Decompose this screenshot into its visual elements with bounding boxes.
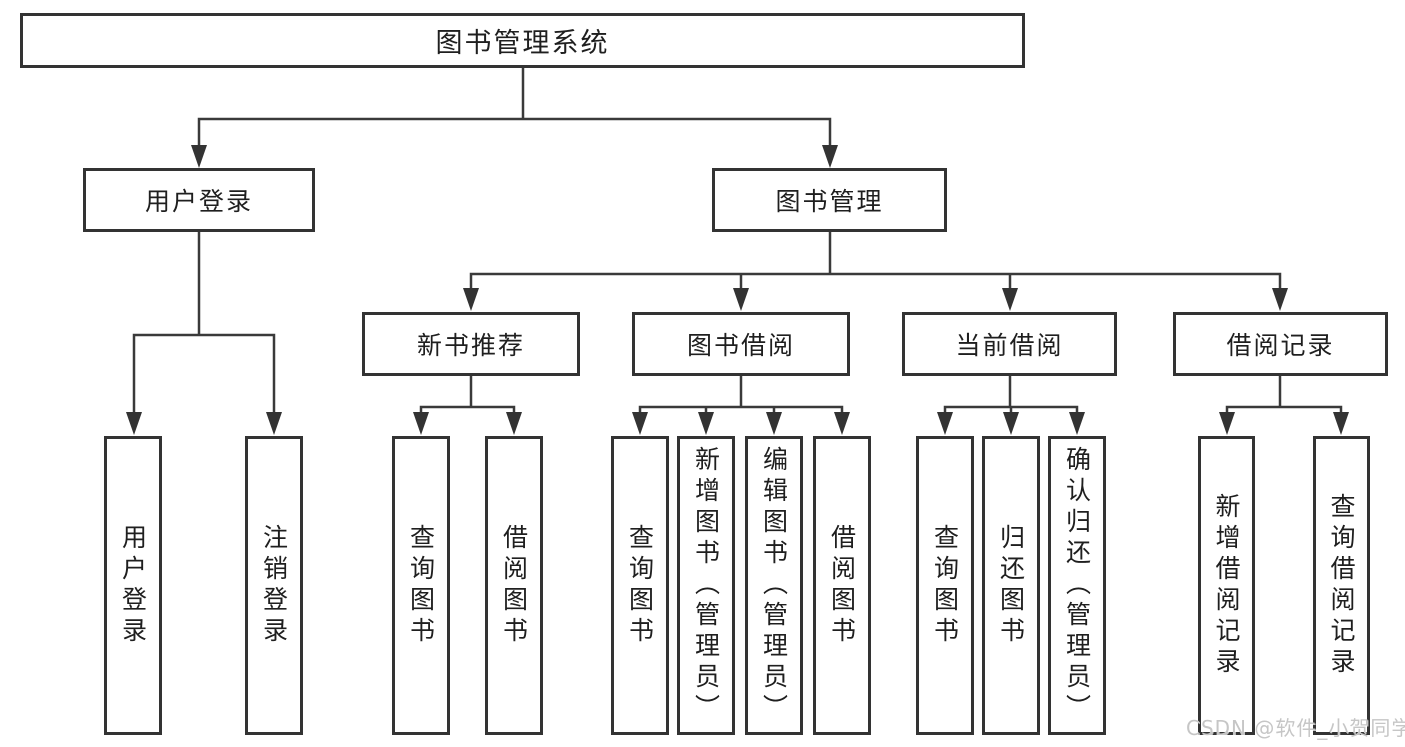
arrowhead-icon (834, 412, 850, 435)
arrowhead-icon (766, 412, 782, 435)
leaf-query-books-2: 查询图书 (611, 436, 669, 735)
arrowhead-icon (506, 412, 522, 435)
leaf-edit-books-admin: 编辑图书（管理员） (745, 436, 803, 735)
arrowhead-icon (698, 412, 714, 435)
node-user-login: 用户登录 (83, 168, 315, 232)
edge-level3-to-leaves (419, 374, 1343, 418)
leaf-query-books-3: 查询图书 (916, 436, 974, 735)
edge-userlogin-to-leaves (132, 230, 276, 418)
arrowhead-icon (1069, 412, 1085, 435)
watermark: CSDN @软件_小贺同学 (1186, 716, 1405, 740)
arrowhead-icon (822, 145, 838, 168)
arrowhead-icon (1272, 288, 1288, 311)
arrowhead-icon (632, 412, 648, 435)
arrowhead-icon (266, 412, 282, 435)
node-library-management-system: 图书管理系统 (20, 13, 1025, 68)
leaf-borrow-books-2: 借阅图书 (813, 436, 871, 735)
node-borrow-records: 借阅记录 (1173, 312, 1388, 376)
node-book-borrow: 图书借阅 (632, 312, 850, 376)
leaf-user-login: 用户登录 (104, 436, 162, 735)
node-new-book-recommend: 新书推荐 (362, 312, 580, 376)
arrowhead-icon (413, 412, 429, 435)
arrowhead-icon (191, 145, 207, 168)
arrowhead-icon (126, 412, 142, 435)
node-book-management: 图书管理 (712, 168, 947, 232)
tree-edges (132, 66, 1343, 418)
leaf-query-books-1: 查询图书 (392, 436, 450, 735)
leaf-return-books: 归还图书 (982, 436, 1040, 735)
arrowhead-icon (733, 288, 749, 311)
node-current-borrow: 当前借阅 (902, 312, 1117, 376)
leaf-borrow-books-1: 借阅图书 (485, 436, 543, 735)
leaf-add-borrow-record: 新增借阅记录 (1198, 436, 1255, 735)
arrowhead-icon (1003, 412, 1019, 435)
leaf-logout: 注销登录 (245, 436, 303, 735)
edge-root-to-level2 (197, 66, 832, 152)
leaf-query-borrow-record: 查询借阅记录 (1313, 436, 1370, 735)
edge-bookmgmt-to-level3 (469, 230, 1282, 294)
arrowhead-icon (1219, 412, 1235, 435)
arrowhead-icon (463, 288, 479, 311)
arrowhead-icon (937, 412, 953, 435)
leaf-confirm-return-admin: 确认归还（管理员） (1048, 436, 1106, 735)
arrowhead-icon (1002, 288, 1018, 311)
arrowhead-icon (1333, 412, 1349, 435)
arrowheads (126, 145, 1349, 435)
leaf-add-books-admin: 新增图书（管理员） (677, 436, 735, 735)
